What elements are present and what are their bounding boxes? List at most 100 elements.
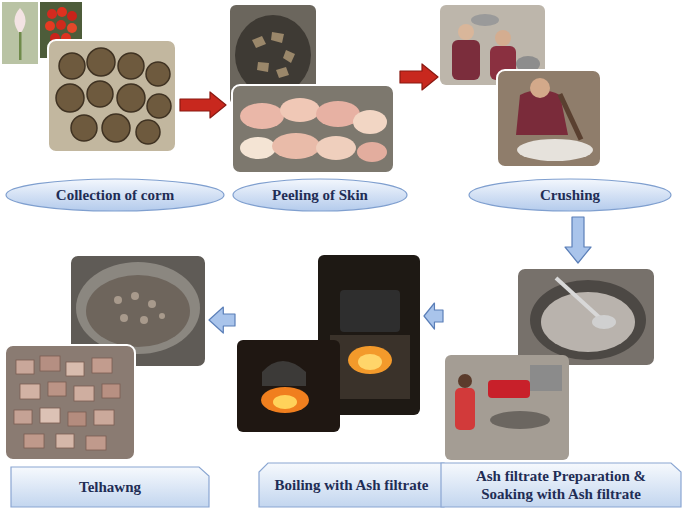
photo-detail: [19, 32, 22, 60]
photo-detail: [357, 142, 387, 162]
photo-detail: [541, 292, 635, 352]
flow-arrow: [400, 64, 438, 90]
photo-detail: [148, 300, 156, 308]
soaking-photo: [517, 268, 655, 366]
photo-detail: [48, 382, 66, 396]
photo-detail: [530, 365, 562, 391]
photo-detail: [488, 380, 530, 398]
filtrate-photo: [445, 355, 569, 460]
step-name: Peeling of Skin: [272, 186, 368, 204]
photo-detail: [14, 410, 32, 424]
photo-detail: [272, 133, 320, 159]
flow-arrow: [565, 217, 591, 263]
photo-detail: [59, 53, 85, 79]
photo-detail: [20, 384, 40, 399]
step-label: Peeling of Skin: [232, 178, 408, 212]
step-name: Telhawng: [79, 478, 141, 496]
photo-detail: [592, 315, 616, 329]
corm-photo: [48, 40, 176, 152]
photo-detail: [118, 53, 144, 79]
photo-detail: [358, 354, 382, 370]
peeled-corm-photo: [232, 85, 394, 173]
photo-detail: [86, 275, 190, 347]
step-label: Crushing: [468, 178, 672, 212]
photo-detail: [240, 103, 284, 129]
photo-detail: [283, 50, 295, 63]
photo-detail: [16, 360, 34, 374]
photo-detail: [68, 412, 86, 426]
photo-detail: [120, 314, 128, 322]
step-label: Boiling with Ash filtrate: [258, 462, 445, 508]
photo-detail: [471, 14, 499, 26]
photo-detail: [235, 15, 311, 95]
flow-arrow: [209, 307, 235, 333]
photo-detail: [102, 114, 130, 142]
photo-detail: [517, 268, 655, 366]
photo-detail: [237, 340, 340, 432]
step-name: Collection of corm: [56, 186, 174, 204]
photo-detail: [490, 411, 550, 429]
pounding-photo: [497, 70, 601, 167]
photo-detail: [262, 361, 306, 386]
photo-detail: [458, 374, 472, 388]
photo-detail: [136, 120, 160, 144]
photo-detail: [159, 313, 165, 319]
photo-detail: [257, 62, 269, 72]
process-step: Ash filtrate Preparation & Soaking with …: [445, 265, 657, 461]
photo-detail: [67, 23, 77, 33]
step-name: Boiling with Ash filtrate: [275, 476, 429, 494]
step-label: Collection of corm: [5, 178, 225, 212]
photo-detail: [71, 115, 97, 141]
photo-detail: [67, 11, 77, 21]
photo-detail: [458, 24, 474, 40]
photo-detail: [2, 2, 38, 64]
label-ellipse-shape: [469, 179, 671, 211]
photo-detail: [261, 387, 309, 413]
photo-detail: [556, 278, 600, 318]
process-step: Crushing: [440, 5, 672, 215]
photo-detail: [114, 296, 122, 304]
step-label: Ash filtrate Preparation & Soaking with …: [440, 462, 682, 508]
photo-detail: [232, 85, 394, 173]
photo-detail: [340, 290, 400, 332]
photo-detail: [87, 48, 115, 76]
photo-detail: [92, 358, 112, 373]
photo-detail: [40, 408, 60, 423]
label-ellipse-shape: [233, 179, 407, 211]
flow-arrow: [424, 303, 443, 329]
telhawng-photo: [5, 345, 135, 460]
photo-detail: [76, 262, 200, 354]
label-banner-shape: [259, 463, 444, 507]
photo-detail: [353, 110, 387, 134]
photo-detail: [24, 434, 44, 448]
photo-detail: [452, 40, 480, 80]
photo-detail: [94, 410, 114, 425]
photo-detail: [147, 94, 171, 118]
process-step: Telhawng: [5, 255, 207, 462]
photo-detail: [316, 136, 356, 160]
photo-detail: [140, 316, 148, 324]
photo-detail: [14, 356, 120, 450]
photo-detail: [273, 395, 297, 409]
photo-detail: [348, 346, 392, 374]
photo-detail: [56, 48, 171, 144]
photo-detail: [86, 436, 106, 450]
step-name: Ash filtrate Preparation & Soaking with …: [449, 467, 673, 503]
process-step: Peeling of Skin: [228, 5, 398, 172]
fire-photo: [237, 340, 340, 432]
photo-detail: [530, 78, 550, 98]
photo-detail: [517, 139, 593, 161]
photo-detail: [131, 292, 139, 300]
flow-arrow: [180, 92, 226, 118]
photo-detail: [280, 98, 320, 122]
photo-detail: [74, 386, 94, 401]
photo-detail: [48, 40, 176, 152]
label-ellipse-shape: [6, 179, 224, 211]
photo-detail: [455, 388, 475, 430]
photo-detail: [47, 9, 57, 19]
photo-detail: [271, 32, 284, 43]
photo-detail: [252, 36, 266, 48]
